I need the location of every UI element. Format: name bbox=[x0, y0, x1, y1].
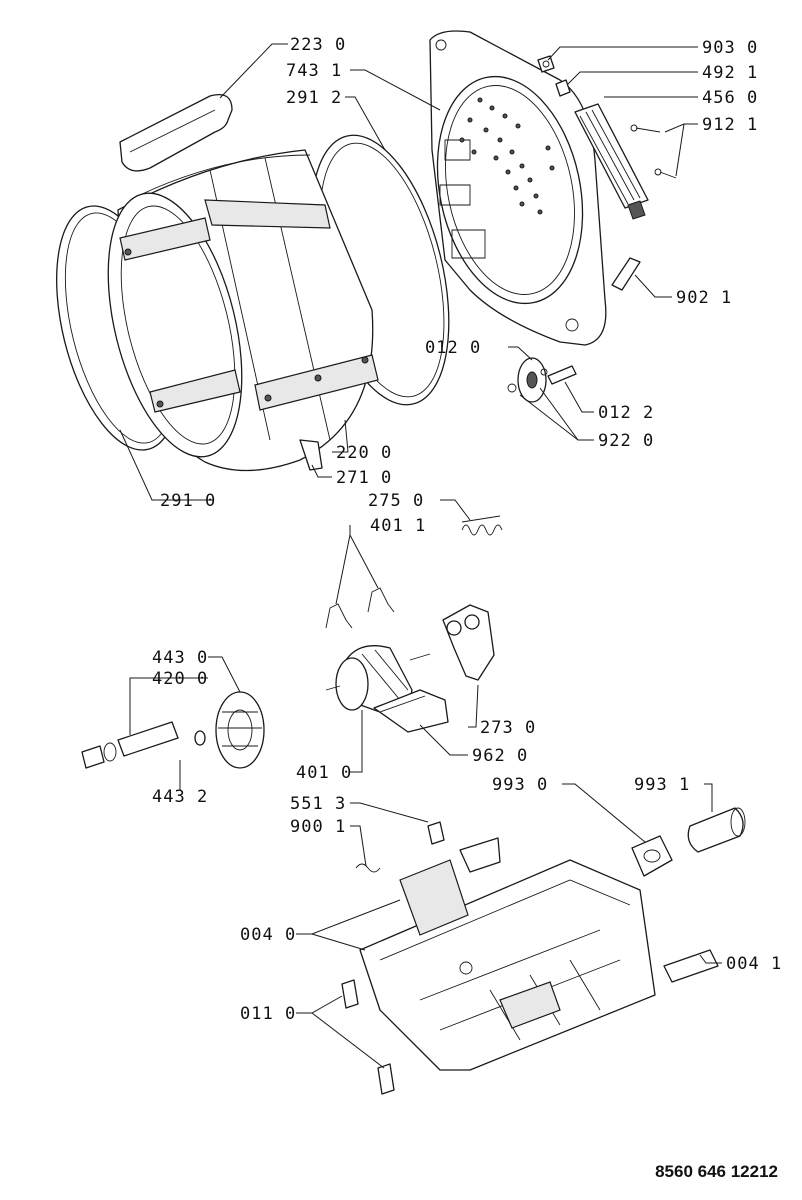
label-993-1: 993 1 bbox=[634, 775, 690, 795]
label-273-0: 273 0 bbox=[480, 718, 536, 738]
part-labels: 223 0 743 1 291 2 903 0 492 1 456 0 912 … bbox=[152, 35, 782, 1024]
part-420-0-fan-shaft bbox=[81, 721, 179, 769]
label-993-0: 993 0 bbox=[492, 775, 548, 795]
document-number: 8560 646 12212 bbox=[655, 1162, 778, 1181]
part-456-0-heating-element bbox=[574, 103, 649, 220]
label-275-0: 275 0 bbox=[368, 491, 424, 511]
part-220-0-drum bbox=[107, 149, 379, 472]
label-291-0: 291 0 bbox=[160, 491, 216, 511]
part-912-1-screws bbox=[630, 124, 677, 179]
leader-lines bbox=[119, 43, 722, 1069]
part-011-0-feet bbox=[341, 979, 395, 1095]
label-900-1: 900 1 bbox=[290, 817, 346, 837]
label-420-0: 420 0 bbox=[152, 669, 208, 689]
part-962-0-motor-bracket bbox=[373, 689, 449, 733]
label-551-3: 551 3 bbox=[290, 794, 346, 814]
part-443-2-nut bbox=[194, 730, 206, 746]
rear-panel-vent-holes bbox=[459, 97, 555, 215]
label-011-0: 011 0 bbox=[240, 1004, 296, 1024]
label-271-0: 271 0 bbox=[336, 468, 392, 488]
part-401-0-motor bbox=[325, 645, 431, 713]
part-223-0-drum-paddle bbox=[119, 93, 233, 172]
part-271-0-drum-lifter-clip bbox=[299, 439, 323, 471]
label-903-0: 903 0 bbox=[702, 38, 758, 58]
label-912-1: 912 1 bbox=[702, 115, 758, 135]
label-012-2: 012 2 bbox=[598, 403, 654, 423]
part-275-0-spring bbox=[461, 515, 503, 536]
label-962-0: 962 0 bbox=[472, 746, 528, 766]
part-743-1-rear-panel bbox=[429, 30, 607, 346]
part-443-0-fan-wheel bbox=[215, 691, 265, 769]
part-922-0-washers bbox=[507, 368, 548, 393]
part-004-0-base-assembly bbox=[359, 837, 656, 1071]
label-401-1: 401 1 bbox=[370, 516, 426, 536]
label-223-0: 223 0 bbox=[290, 35, 346, 55]
label-743-1: 743 1 bbox=[286, 61, 342, 81]
label-004-0: 004 0 bbox=[240, 925, 296, 945]
part-993-0-knob bbox=[631, 835, 673, 877]
part-993-1-hose-filter bbox=[687, 807, 746, 853]
part-273-0-belt-tensioner bbox=[442, 604, 495, 681]
part-012-2-shaft bbox=[547, 365, 577, 385]
label-401-0: 401 0 bbox=[296, 763, 352, 783]
label-456-0: 456 0 bbox=[702, 88, 758, 108]
label-443-0: 443 0 bbox=[152, 648, 208, 668]
part-903-0-thermostat bbox=[537, 55, 555, 73]
label-291-2: 291 2 bbox=[286, 88, 342, 108]
label-902-1: 902 1 bbox=[676, 288, 732, 308]
label-004-1: 004 1 bbox=[726, 954, 782, 974]
label-012-0: 012 0 bbox=[425, 338, 481, 358]
label-922-0: 922 0 bbox=[598, 431, 654, 451]
part-900-1-clamp bbox=[355, 863, 381, 873]
part-551-3-sensor bbox=[427, 821, 445, 845]
label-443-2: 443 2 bbox=[152, 787, 208, 807]
part-012-0-pulley bbox=[517, 357, 547, 403]
part-401-1-motor-clips bbox=[325, 587, 395, 629]
part-492-1-clip bbox=[555, 79, 571, 97]
label-492-1: 492 1 bbox=[702, 63, 758, 83]
label-220-0: 220 0 bbox=[336, 443, 392, 463]
part-004-1-clip bbox=[663, 949, 719, 983]
part-902-1-thermal-fuse bbox=[611, 257, 641, 291]
